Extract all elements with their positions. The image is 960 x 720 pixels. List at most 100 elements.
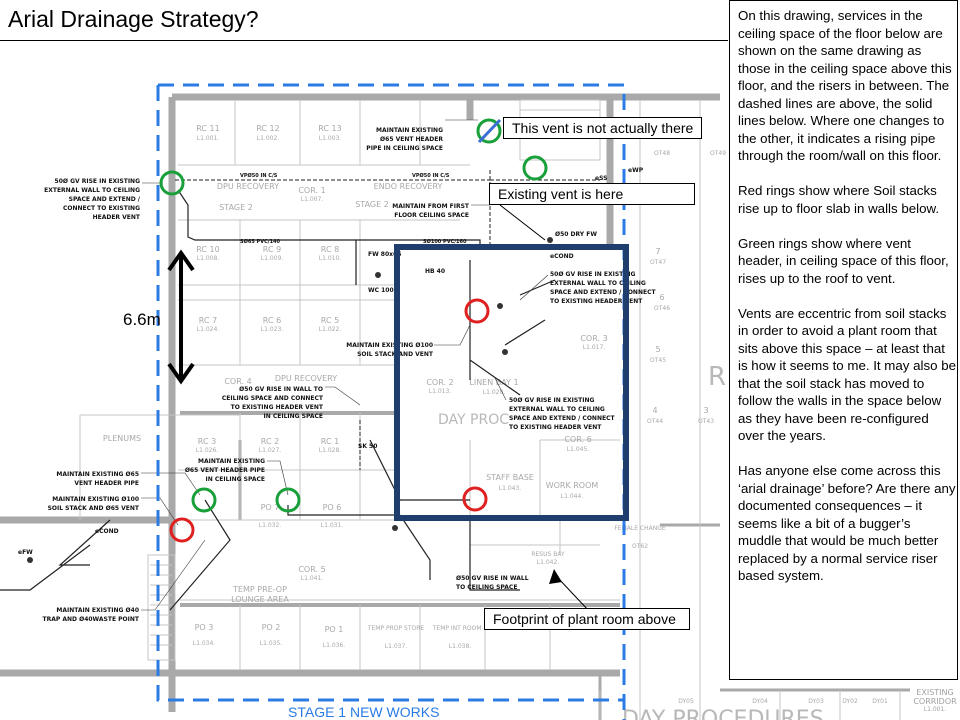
svg-text:RC 10: RC 10	[196, 245, 219, 254]
vent-ring-existing	[522, 155, 548, 181]
svg-text:50Ø GV RISE IN EXISTING: 50Ø GV RISE IN EXISTING	[55, 178, 141, 185]
svg-text:L1.041.: L1.041.	[301, 575, 324, 582]
svg-text:DPU RECOVERY: DPU RECOVERY	[217, 182, 279, 191]
svg-text:PO 3: PO 3	[195, 623, 214, 632]
slide-title: Arial Drainage Strategy?	[8, 6, 259, 32]
strike-through-mark	[477, 118, 502, 144]
room-name: EXISTING CORRIDOR	[913, 688, 957, 706]
svg-text:PLENUMS: PLENUMS	[103, 434, 141, 443]
svg-text:TO EXISTING HEADER VENT: TO EXISTING HEADER VENT	[509, 424, 602, 431]
svg-text:COR. 2: COR. 2	[426, 378, 453, 387]
drainage-pipes: SØ65 PVC/140 VPØ50 IN C/S VPØ50 IN C/S S…	[0, 167, 644, 611]
svg-text:L1.023.: L1.023.	[261, 326, 284, 333]
svg-text:RC 6: RC 6	[263, 316, 281, 325]
svg-text:RC 8: RC 8	[321, 245, 339, 254]
vent-rings	[159, 118, 548, 513]
svg-text:L1.027.: L1.027.	[259, 447, 282, 454]
svg-text:5: 5	[655, 345, 660, 354]
svg-text:RC 9: RC 9	[263, 245, 281, 254]
svg-text:L1.026.: L1.026.	[196, 447, 219, 454]
svg-text:OT45: OT45	[650, 357, 666, 364]
svg-text:OT47: OT47	[650, 259, 666, 266]
svg-text:L1.003.: L1.003.	[319, 135, 342, 142]
svg-text:eCOND: eCOND	[550, 253, 574, 260]
svg-text:FEMALE CHANGE: FEMALE CHANGE	[614, 525, 666, 532]
svg-text:IN CEILING SPACE: IN CEILING SPACE	[206, 476, 265, 483]
svg-text:VPØ50 IN C/S: VPØ50 IN C/S	[412, 172, 450, 179]
svg-text:50Ø GV RISE IN EXISTING: 50Ø GV RISE IN EXISTING	[509, 397, 595, 404]
svg-text:RC 5: RC 5	[321, 316, 339, 325]
svg-text:eCOND: eCOND	[95, 528, 119, 535]
svg-text:WORK ROOM: WORK ROOM	[546, 481, 599, 490]
svg-text:Ø50 DRY FW: Ø50 DRY FW	[555, 231, 597, 238]
svg-text:SPACE AND EXTEND / CONNECT: SPACE AND EXTEND / CONNECT	[509, 415, 615, 422]
svg-text:eWP: eWP	[628, 167, 644, 174]
svg-text:RC 2: RC 2	[261, 437, 279, 446]
vent-ring	[159, 170, 185, 196]
svg-text:DY04: DY04	[752, 698, 768, 705]
svg-text:L1.008.: L1.008.	[197, 255, 220, 262]
soil-ring	[169, 517, 195, 543]
svg-text:ENDO RECOVERY: ENDO RECOVERY	[374, 182, 443, 191]
callout-vent-not-there: This vent is not actually there	[503, 117, 703, 139]
svg-text:50Ø GV RISE IN EXISTING: 50Ø GV RISE IN EXISTING	[550, 271, 636, 278]
svg-text:VENT HEADER PIPE: VENT HEADER PIPE	[74, 480, 139, 487]
svg-text:COR. 5: COR. 5	[298, 565, 325, 574]
svg-text:PIPE IN CEILING SPACE: PIPE IN CEILING SPACE	[366, 145, 443, 152]
svg-text:PO 7: PO 7	[261, 503, 280, 512]
svg-text:eSS: eSS	[595, 175, 607, 182]
svg-text:OT49: OT49	[710, 150, 726, 157]
svg-text:DPU RECOVERY: DPU RECOVERY	[275, 374, 337, 383]
dimension-arrow	[167, 249, 195, 385]
svg-text:L1.002.: L1.002.	[257, 135, 280, 142]
svg-text:TO EXISTING HEADER VENT: TO EXISTING HEADER VENT	[231, 404, 324, 411]
svg-text:PO 1: PO 1	[325, 625, 344, 634]
vent-ring	[191, 487, 217, 513]
svg-text:L1.007.: L1.007.	[301, 196, 324, 203]
room-code: L1.001.	[923, 706, 947, 713]
svg-text:L1.032.: L1.032.	[259, 522, 282, 529]
svg-text:Ø65 VENT HEADER PIPE: Ø65 VENT HEADER PIPE	[185, 467, 265, 474]
svg-text:COR. 3: COR. 3	[580, 334, 607, 343]
building-walls	[0, 93, 910, 720]
svg-text:OT44: OT44	[647, 418, 663, 425]
svg-text:CONNECT TO EXISTING: CONNECT TO EXISTING	[63, 205, 140, 212]
soil-ring	[462, 486, 488, 512]
vent-ring	[275, 487, 301, 513]
svg-text:L1.020.: L1.020.	[483, 389, 506, 396]
svg-text:TO CEILING SPACE: TO CEILING SPACE	[456, 584, 517, 591]
svg-text:DY01: DY01	[872, 698, 888, 705]
svg-text:RESUS BAY: RESUS BAY	[531, 551, 565, 558]
svg-text:L1.042.: L1.042.	[537, 559, 560, 566]
svg-text:L1.036.: L1.036.	[323, 642, 346, 649]
explanation-panel: On this drawing, services in the ceiling…	[729, 0, 958, 680]
svg-text:TEMP INT ROOM 3: TEMP INT ROOM 3	[432, 625, 488, 632]
svg-text:TO EXISTING HEADER VENT: TO EXISTING HEADER VENT	[550, 298, 643, 305]
svg-text:HB 40: HB 40	[425, 268, 445, 275]
svg-text:EXTERNAL WALL TO CEILING: EXTERNAL WALL TO CEILING	[44, 187, 140, 194]
svg-text:MAINTAIN EXISTING Ø100: MAINTAIN EXISTING Ø100	[52, 496, 139, 503]
svg-text:3: 3	[703, 406, 708, 415]
room-label-existing-corridor: EXISTING CORRIDOR L1.001.	[912, 688, 958, 714]
svg-text:L1.028.: L1.028.	[319, 447, 342, 454]
svg-text:L1.024.: L1.024.	[197, 326, 220, 333]
svg-text:IN CEILING SPACE: IN CEILING SPACE	[264, 413, 323, 420]
svg-text:L1.044.: L1.044.	[561, 493, 584, 500]
svg-text:OT46: OT46	[654, 305, 670, 312]
svg-text:RC 13: RC 13	[318, 124, 341, 133]
svg-text:L1.045.: L1.045.	[567, 446, 590, 453]
drawing-annotations: 50Ø GV RISE IN EXISTING EXTERNAL WALL TO …	[43, 119, 656, 623]
vent-ring-not-there	[476, 118, 502, 144]
svg-text:OT62: OT62	[632, 543, 648, 550]
svg-text:7: 7	[655, 247, 660, 256]
svg-text:EXTERNAL WALL TO CEILING: EXTERNAL WALL TO CEILING	[550, 280, 646, 287]
svg-text:MAINTAIN EXISTING Ø40: MAINTAIN EXISTING Ø40	[56, 607, 139, 614]
